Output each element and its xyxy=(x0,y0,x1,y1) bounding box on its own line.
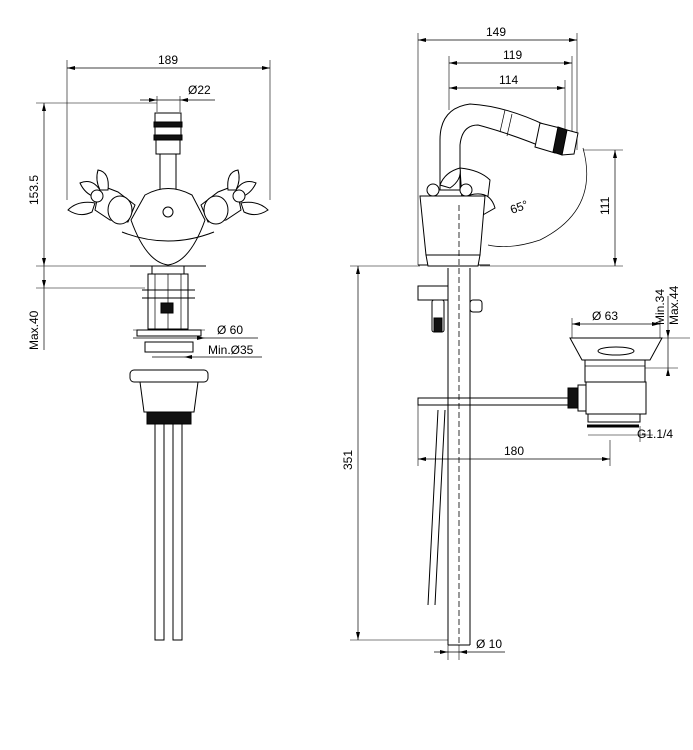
dim-diameter-10: Ø 10 xyxy=(476,637,502,651)
dim-angle-65: 65° xyxy=(508,197,530,216)
side-view: 149 119 114 111 65° xyxy=(341,25,623,660)
dim-min-35: Min.Ø35 xyxy=(208,343,254,357)
dim-189: 189 xyxy=(158,53,178,67)
right-handle xyxy=(200,169,269,225)
waste-detail: Ø 63 Min.34 Max.44 G1.1/4 xyxy=(567,285,690,442)
dim-max-44: Max.44 xyxy=(667,285,681,325)
dim-max-40: Max.40 xyxy=(27,310,41,350)
dim-thread: G1.1/4 xyxy=(637,427,673,441)
front-view: 189 Ø22 153.5 Max.40 xyxy=(27,53,271,641)
dim-149: 149 xyxy=(486,25,506,39)
dim-diameter-22: Ø22 xyxy=(188,83,211,97)
dim-min-34: Min.34 xyxy=(653,289,667,325)
dim-351: 351 xyxy=(341,450,355,470)
dim-114: 114 xyxy=(499,73,518,87)
spout-aerator xyxy=(534,122,579,156)
dim-119: 119 xyxy=(503,48,522,62)
dim-diameter-60: Ø 60 xyxy=(217,323,243,337)
dim-153-5: 153.5 xyxy=(27,175,41,205)
left-handle xyxy=(67,169,136,225)
dim-111: 111 xyxy=(598,196,612,215)
dim-diameter-63: Ø 63 xyxy=(592,309,618,323)
dim-180: 180 xyxy=(504,444,524,458)
